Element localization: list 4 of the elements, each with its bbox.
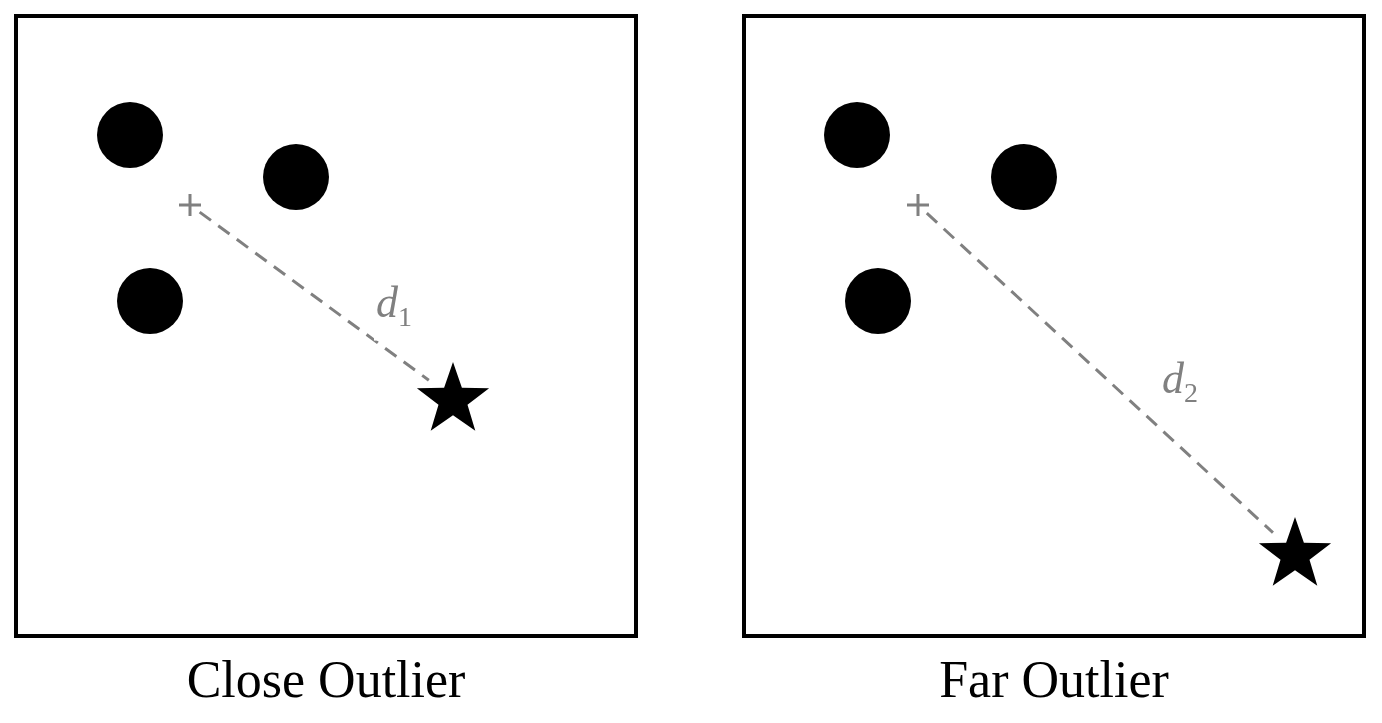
panel-caption: Far Outlier xyxy=(939,650,1169,710)
dashed-line xyxy=(198,210,430,382)
dashed-line xyxy=(925,212,1274,534)
panel-caption: Close Outlier xyxy=(186,650,466,710)
